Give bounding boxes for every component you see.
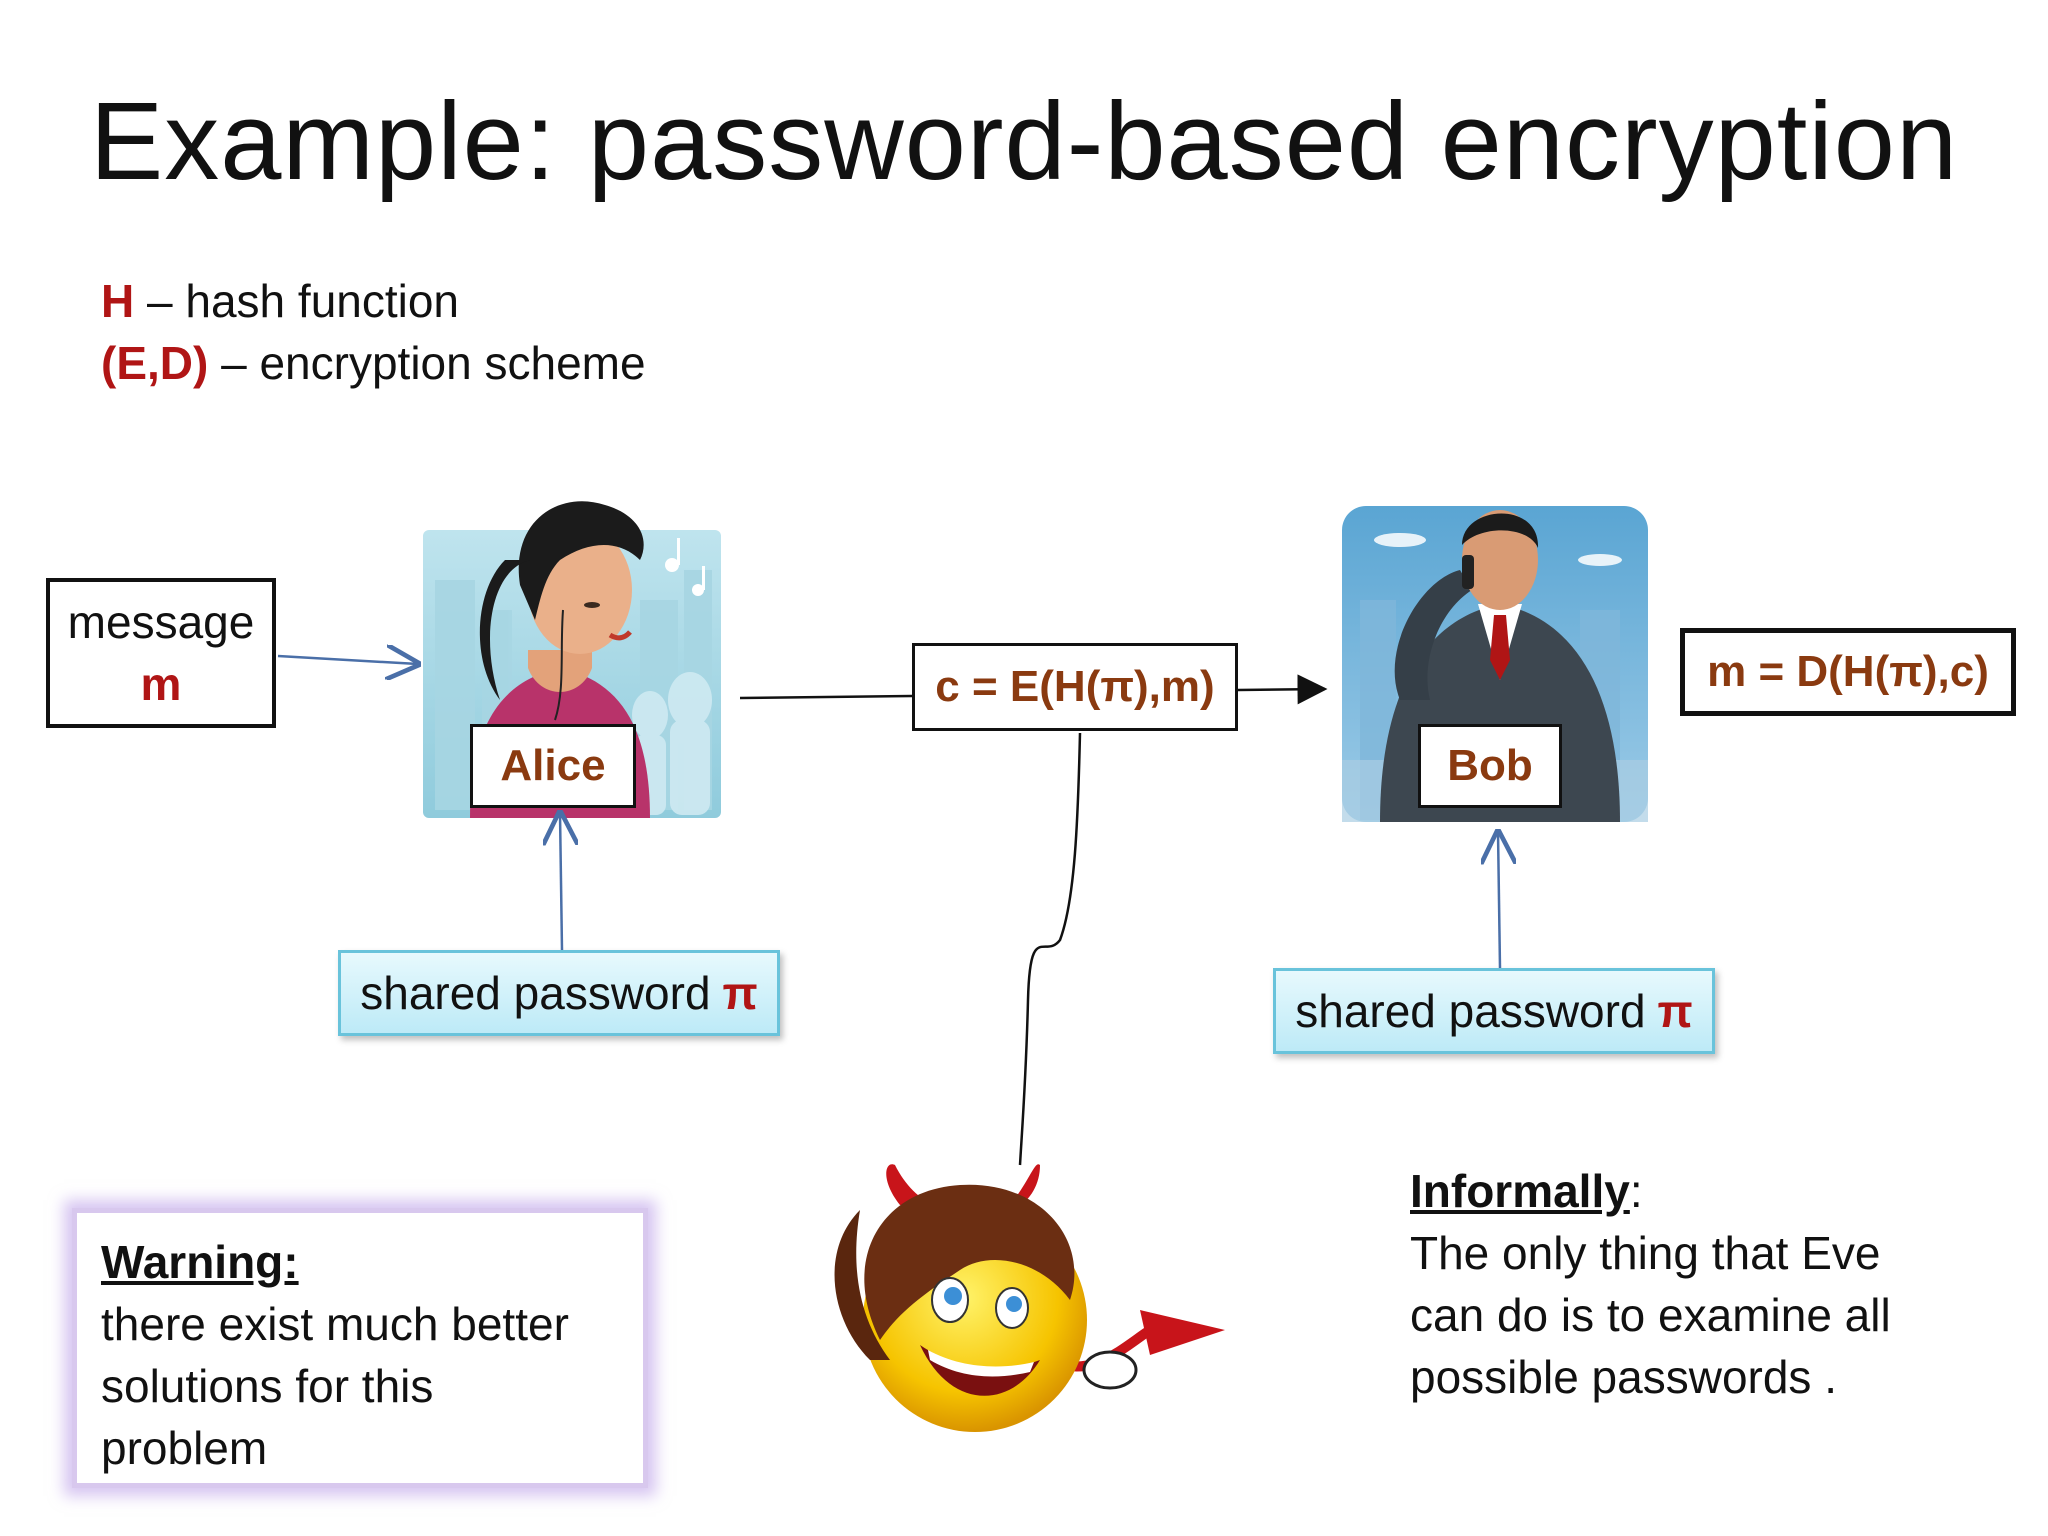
arrow-ciphertext-to-bob (1237, 674, 1328, 705)
informally-line: can do is to examine all (1410, 1289, 1891, 1341)
warning-line: solutions for this (101, 1360, 434, 1412)
informally-suffix: : (1629, 1165, 1643, 1217)
password-symbol: π (1657, 985, 1693, 1037)
definition-text: – encryption scheme (208, 337, 646, 389)
informally-title: Informally (1410, 1165, 1630, 1217)
warning-title: Warning: (101, 1236, 299, 1288)
message-box: message m (46, 578, 276, 728)
warning-line: problem (101, 1422, 268, 1474)
bob-label: Bob (1418, 724, 1562, 808)
password-label: shared password (1295, 985, 1646, 1037)
page-title: Example: password-based encryption (89, 80, 1959, 203)
warning-line: there exist much better (101, 1298, 569, 1350)
message-label: message (67, 596, 255, 648)
definition-symbol: H (101, 275, 135, 327)
arrow-password-to-bob (1498, 832, 1500, 969)
informally-heading: Informally: (1410, 1160, 1970, 1222)
line-alice-to-ciphertext (739, 694, 913, 700)
ciphertext-box: c = E(H(π),m) (912, 643, 1238, 731)
eve-devil-icon (834, 1164, 1225, 1432)
shared-password-bob: shared password π (1273, 968, 1715, 1054)
bob-name: Bob (1447, 741, 1533, 790)
alice-name: Alice (500, 741, 606, 790)
alice-label: Alice (470, 724, 636, 808)
decryption-box: m = D(H(π),c) (1680, 628, 2016, 716)
decryption-formula: m = D(H(π),c) (1707, 647, 1989, 696)
informally-line: The only thing that Eve (1410, 1227, 1881, 1279)
arrow-message-to-alice (277, 656, 418, 664)
informally-note: Informally: The only thing that Eve can … (1410, 1160, 1970, 1408)
warning-box: Warning: there exist much better solutio… (72, 1208, 648, 1488)
message-variable: m (140, 658, 182, 710)
definition-hash: H – hash function (101, 270, 646, 332)
definition-encryption: (E,D) – encryption scheme (101, 332, 646, 394)
definition-symbol: (E,D) (101, 337, 209, 389)
ciphertext-formula: c = E(H(π),m) (935, 662, 1215, 711)
arrow-password-to-alice (560, 813, 562, 951)
shared-password-alice: shared password π (338, 950, 780, 1036)
password-label: shared password (360, 967, 711, 1019)
definition-text: – hash function (134, 275, 460, 327)
informally-line: possible passwords . (1410, 1351, 1837, 1403)
eavesdrop-wire (1018, 732, 1082, 1166)
password-symbol: π (722, 967, 758, 1019)
definitions: H – hash function (E,D) – encryption sch… (101, 270, 646, 394)
